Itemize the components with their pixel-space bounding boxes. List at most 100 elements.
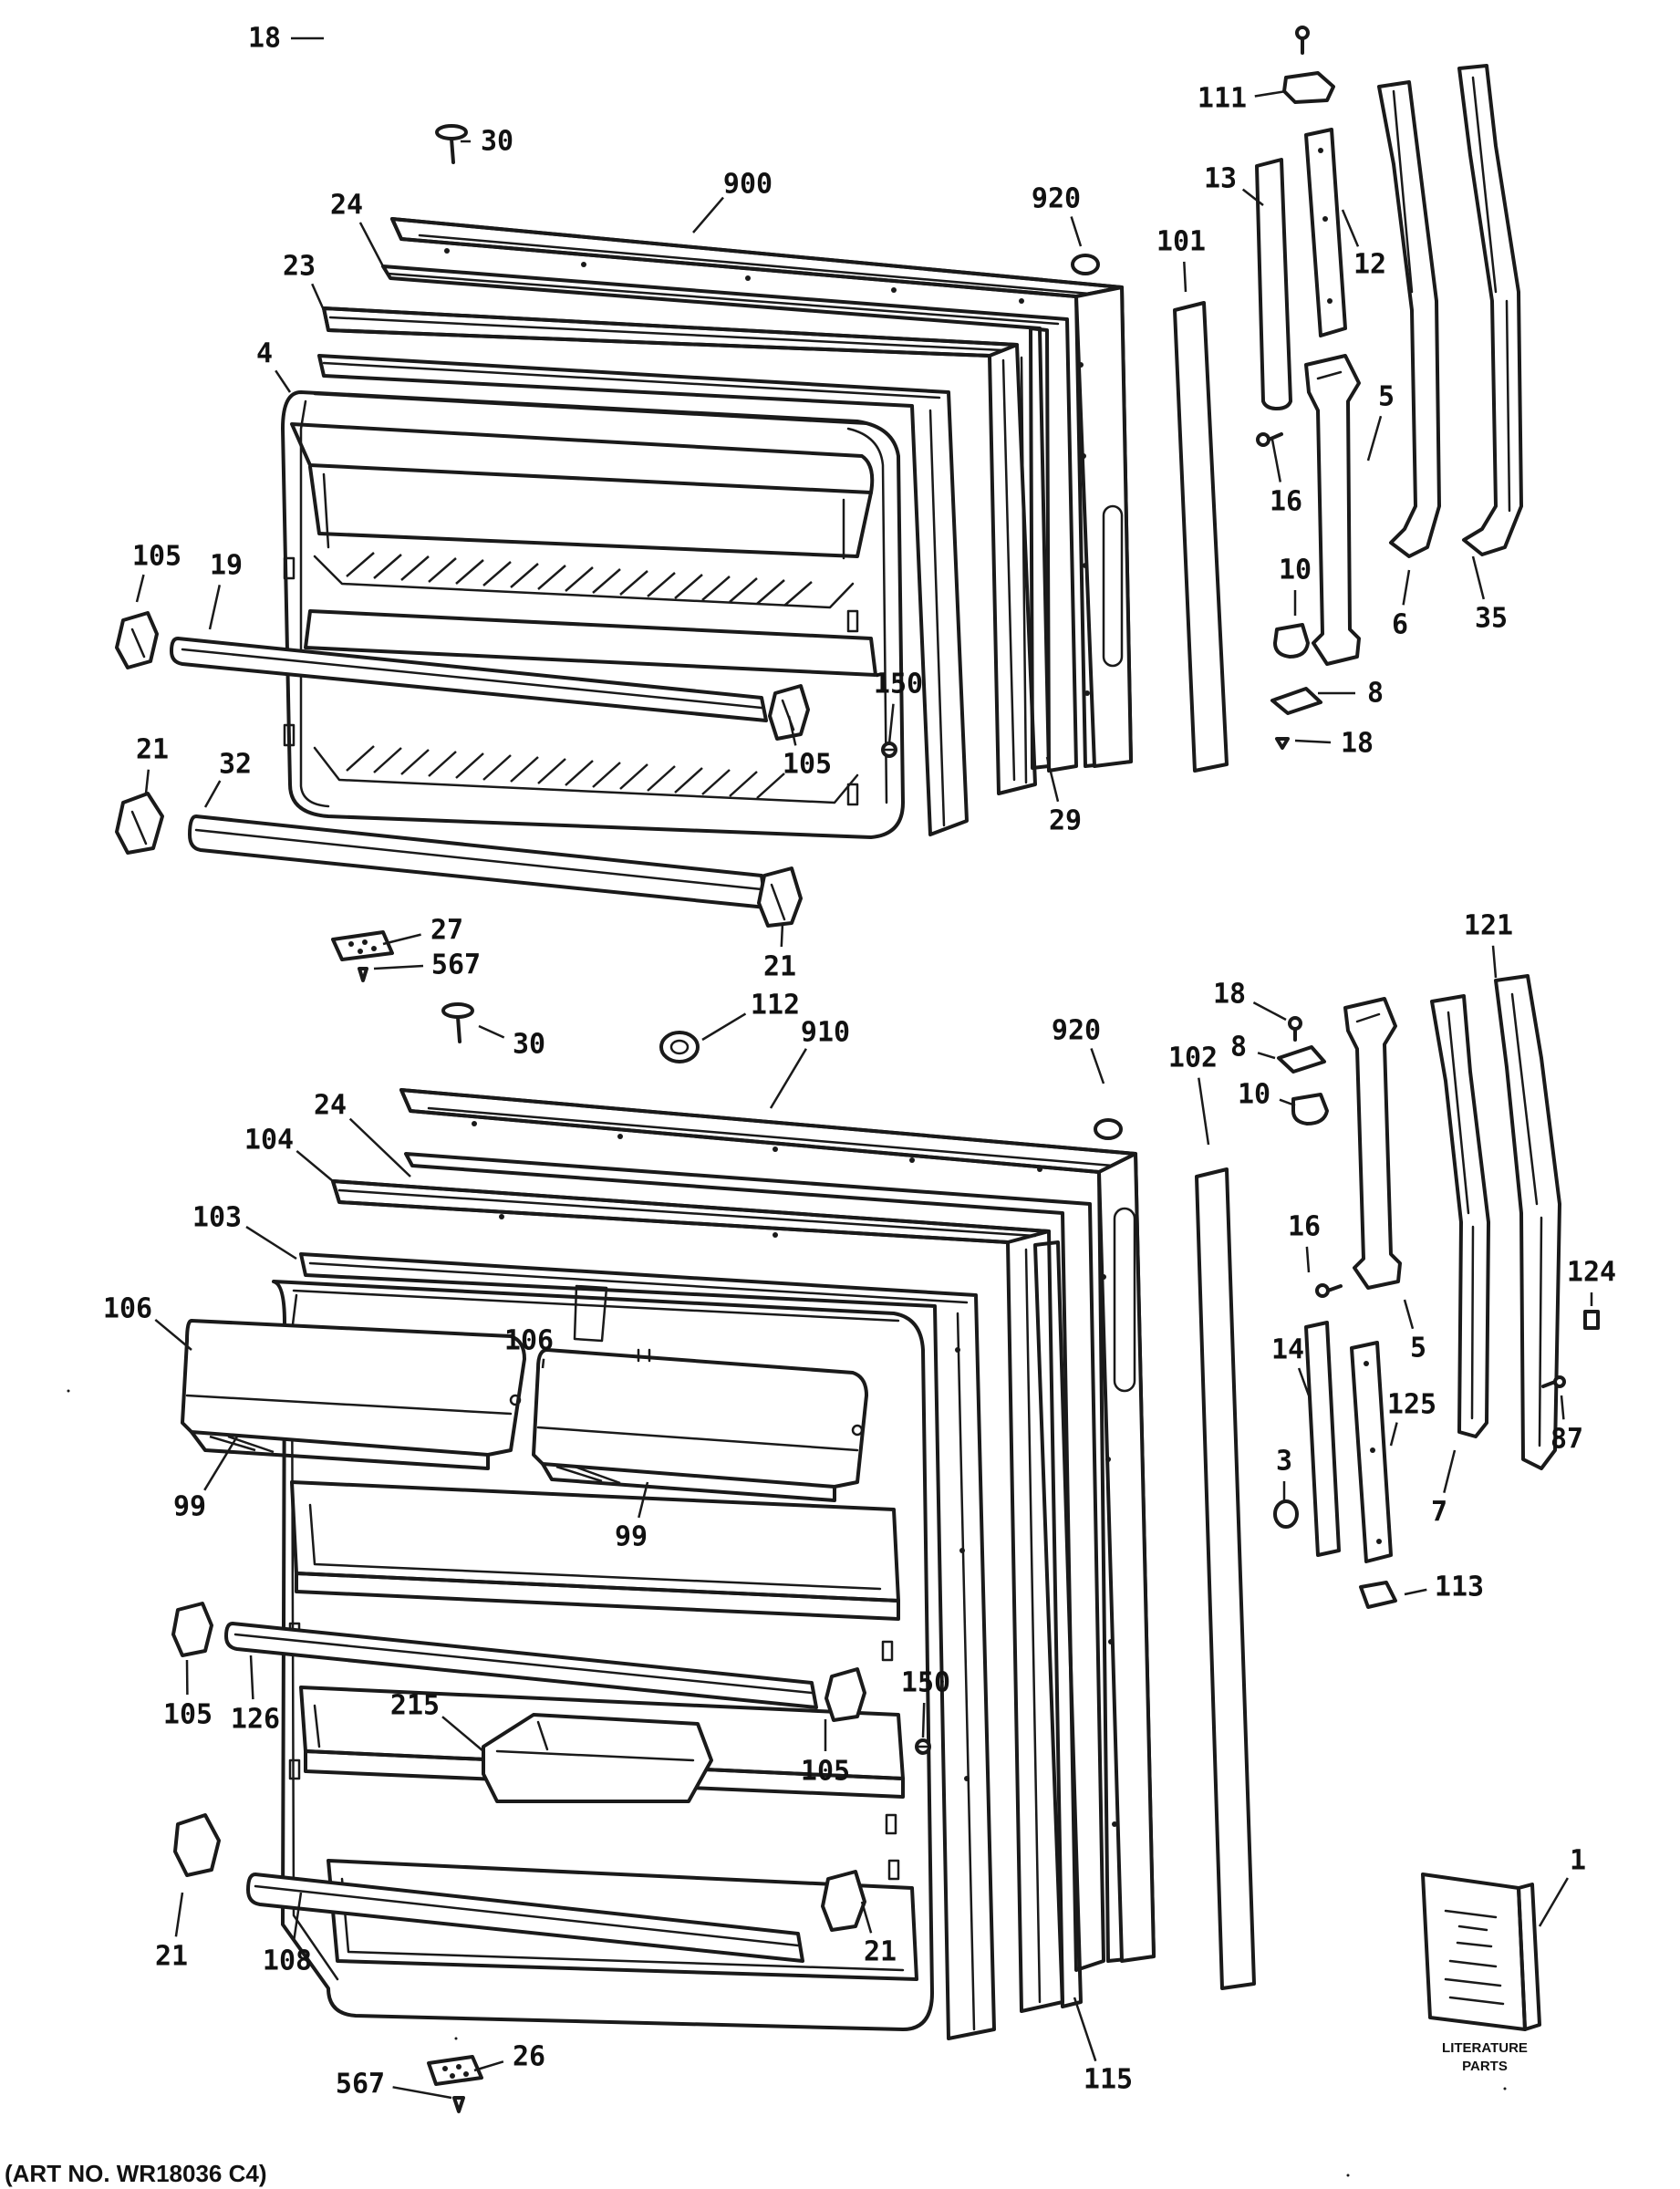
- screw-16-top: [1256, 432, 1283, 447]
- callout-c-103: 103: [192, 1202, 297, 1260]
- dairy-door-106-right: [532, 1348, 868, 1502]
- callout-label-c-6: 6: [1392, 609, 1408, 641]
- callout-label-c-24-low: 24: [314, 1090, 347, 1122]
- leader-line-c-5-top: [1366, 415, 1383, 462]
- leader-line-c-125: [1389, 1422, 1398, 1447]
- leader-line-c-30-mid: [478, 1024, 505, 1039]
- screw-18-top: [1295, 26, 1310, 55]
- leader-line-c-23: [311, 283, 326, 311]
- callout-c-150-low: 150: [901, 1667, 950, 1738]
- cap-112: [659, 1031, 700, 1063]
- callout-label-c-101: 101: [1156, 226, 1206, 258]
- leader-line-c-215: [441, 1716, 484, 1752]
- callout-label-c-99-a: 99: [173, 1491, 206, 1523]
- callout-c-567-low: 567: [336, 2069, 452, 2101]
- callout-label-c-87: 87: [1550, 1424, 1583, 1456]
- leader-line-c-103: [245, 1226, 297, 1260]
- leader-line-c-910: [769, 1048, 807, 1109]
- leader-line-c-87: [1560, 1395, 1565, 1420]
- callout-c-27: 27: [382, 915, 463, 947]
- callout-c-30-top: 30: [461, 126, 513, 158]
- callout-c-87: 87: [1550, 1395, 1583, 1456]
- callout-label-c-16-low: 16: [1288, 1211, 1321, 1243]
- handle-35: [1457, 64, 1523, 556]
- fresh-food-door-liner-104: [331, 1179, 1064, 2013]
- callout-label-c-19: 19: [210, 550, 243, 582]
- plug-920-low: [1094, 1118, 1123, 1140]
- leader-line-c-12: [1341, 209, 1360, 247]
- hinge-pad-27: [331, 930, 394, 961]
- callout-label-c-35: 35: [1475, 603, 1508, 635]
- leader-line-c-105-a: [135, 574, 145, 603]
- handle-7: [1430, 994, 1490, 1438]
- callout-c-105-c: 105: [163, 1659, 213, 1731]
- leader-line-c-4: [275, 369, 292, 393]
- handle-121: [1494, 974, 1561, 1470]
- screw-18-mid: [1275, 737, 1290, 750]
- callout-c-21-d: 21: [860, 1901, 897, 1968]
- leader-line-c-111: [1254, 89, 1287, 98]
- callout-c-106-a: 106: [103, 1293, 192, 1351]
- callout-label-c-21-c: 21: [155, 1941, 188, 1973]
- callout-label-c-21-a: 21: [136, 734, 169, 766]
- callout-label-c-215: 215: [390, 1690, 440, 1722]
- freezer-liner-bins: [281, 390, 905, 839]
- callout-label-c-108: 108: [263, 1945, 312, 1977]
- callout-label-c-105-c: 105: [163, 1699, 213, 1731]
- callout-c-14: 14: [1271, 1334, 1311, 1396]
- callout-c-900: 900: [692, 169, 773, 233]
- handle-6: [1377, 80, 1441, 558]
- callout-c-105-d: 105: [801, 1719, 850, 1788]
- callout-c-125: 125: [1387, 1389, 1436, 1447]
- callout-label-c-27: 27: [430, 915, 463, 947]
- callout-label-c-102: 102: [1168, 1043, 1218, 1074]
- callout-c-121: 121: [1464, 910, 1513, 979]
- callout-label-c-920-top: 920: [1032, 183, 1081, 215]
- callout-c-4: 4: [256, 338, 292, 393]
- rail-cap-21-lower-left: [173, 1813, 221, 1877]
- leader-line-c-105-b: [787, 715, 797, 746]
- leader-line-c-99-b: [638, 1481, 649, 1519]
- leader-line-c-27: [382, 933, 421, 946]
- callout-label-c-16-top: 16: [1270, 486, 1302, 518]
- callout-label-c-567-top: 567: [431, 949, 481, 981]
- callout-label-c-106-a: 106: [103, 1293, 152, 1325]
- freezer-door-gasket-24: [381, 265, 1078, 773]
- door-shelf-rail-126: [224, 1622, 818, 1709]
- rail-cap-105-lower-right: [824, 1667, 866, 1722]
- leader-line-c-16-top: [1270, 439, 1282, 482]
- callout-c-30-mid: 30: [478, 1024, 545, 1061]
- leader-line-c-7: [1443, 1449, 1457, 1494]
- screw-567-top: [358, 967, 368, 982]
- callout-c-24-top: 24: [330, 190, 385, 267]
- callout-label-c-30-mid: 30: [513, 1029, 545, 1061]
- callout-c-920-low: 920: [1052, 1015, 1105, 1084]
- leader-line-c-35: [1471, 555, 1486, 600]
- callout-c-19: 19: [208, 550, 243, 630]
- screw-150-low: [915, 1738, 931, 1755]
- callout-c-106-b: 106: [504, 1325, 554, 1369]
- leader-line-c-29: [1045, 756, 1060, 803]
- leader-line-c-19: [208, 585, 222, 630]
- leader-line-c-104: [296, 1149, 334, 1182]
- callout-c-21-a: 21: [136, 734, 169, 794]
- callout-c-910: 910: [769, 1017, 850, 1109]
- shim-8-top: [1270, 687, 1322, 715]
- callout-label-c-21-d: 21: [864, 1936, 897, 1968]
- callout-label-c-150-top: 150: [874, 669, 923, 700]
- callout-c-3: 3: [1276, 1446, 1292, 1500]
- clip-124: [1583, 1310, 1600, 1330]
- callout-c-13: 13: [1204, 163, 1264, 206]
- callout-c-7: 7: [1431, 1449, 1457, 1529]
- leader-line-c-900: [692, 196, 724, 233]
- bushing-10-low: [1291, 1093, 1329, 1126]
- callout-c-12: 12: [1341, 209, 1386, 281]
- leader-line-c-26: [473, 2060, 504, 2072]
- callout-label-c-115: 115: [1084, 2064, 1133, 2096]
- dairy-door-106-left: [181, 1319, 526, 1470]
- screw-18-low: [1288, 1016, 1302, 1042]
- leader-line-c-16-low: [1305, 1246, 1311, 1273]
- callout-c-16-low: 16: [1288, 1211, 1321, 1273]
- tube-13: [1255, 158, 1292, 410]
- callout-label-c-150-low: 150: [901, 1667, 950, 1699]
